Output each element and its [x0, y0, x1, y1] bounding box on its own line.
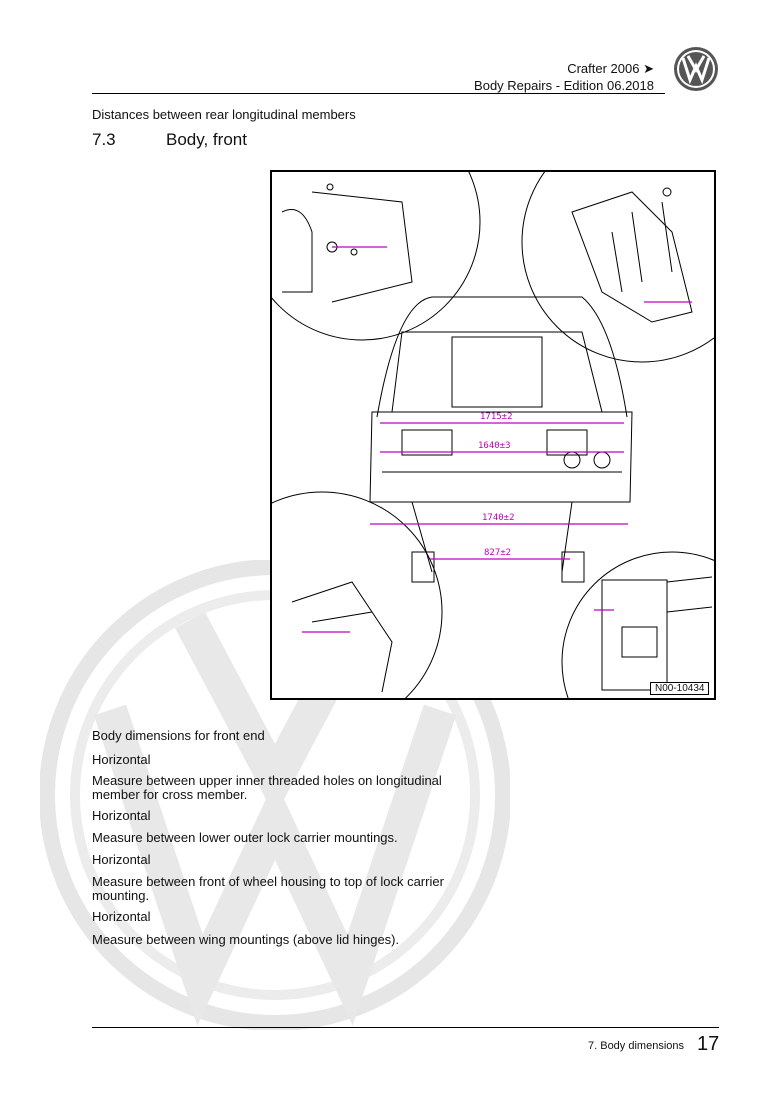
header-rule — [92, 93, 665, 94]
vehicle-model: Crafter 2006 ➤ — [567, 61, 654, 76]
footer-rule — [92, 1027, 719, 1028]
body-front-figure: 1715±2 1640±3 1740±2 827±2 N00-10434 — [270, 170, 716, 700]
footer-chapter: 7. Body dimensions — [588, 1040, 684, 1052]
item-label: Horizontal — [92, 909, 151, 924]
item-text: Measure between front of wheel housing t… — [92, 874, 444, 903]
section-subtitle: Distances between rear longitudinal memb… — [92, 107, 356, 122]
section-title: Body, front — [166, 130, 247, 149]
section-number: 7.3 — [92, 130, 116, 149]
item-text: Measure between wing mountings (above li… — [92, 932, 400, 947]
item-label: Horizontal — [92, 852, 151, 867]
item-label: Horizontal — [92, 808, 151, 823]
dimension-label: 1640±3 — [478, 441, 511, 451]
item-text: Measure between lower outer lock carrier… — [92, 830, 398, 845]
document-header: Crafter 2006 ➤ Body Repairs - Edition 06… — [474, 60, 654, 94]
item-text: Measure between upper inner threaded hol… — [92, 773, 442, 802]
dimension-label: 1715±2 — [480, 412, 513, 422]
dimension-label: 827±2 — [484, 548, 511, 558]
body-intro: Body dimensions for front end — [92, 728, 265, 743]
vehicle-front-drawing: 1715±2 1640±3 1740±2 827±2 — [272, 172, 714, 698]
vw-logo-icon — [674, 47, 718, 91]
manual-edition: Body Repairs - Edition 06.2018 — [474, 78, 654, 93]
figure-id: N00-10434 — [650, 682, 710, 695]
page-number: 17 — [697, 1033, 720, 1055]
dimension-label: 1740±2 — [482, 513, 515, 523]
item-label: Horizontal — [92, 752, 151, 767]
